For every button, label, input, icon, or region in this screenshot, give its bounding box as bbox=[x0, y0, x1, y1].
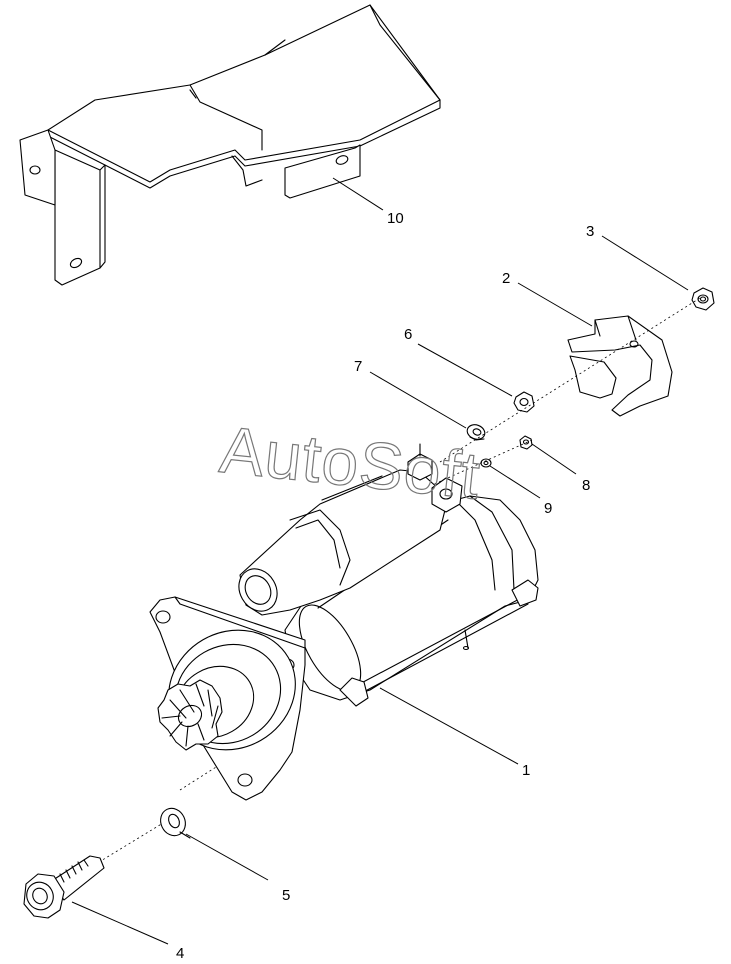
callout-10: 10 bbox=[387, 210, 404, 227]
nut-part-6 bbox=[513, 391, 535, 413]
heat-shield-part-10 bbox=[19, 4, 441, 286]
callout-5: 5 bbox=[282, 887, 290, 904]
washer-part-9 bbox=[480, 458, 492, 468]
nut-part-3 bbox=[691, 287, 715, 311]
callout-3: 3 bbox=[586, 223, 594, 240]
callout-labels: 1 2 3 4 5 6 7 8 9 10 bbox=[176, 210, 594, 962]
lock-washer-part-5 bbox=[160, 807, 191, 839]
lock-washer-part-7 bbox=[466, 424, 486, 441]
watermark-logo: AutoSoft bbox=[217, 412, 484, 513]
bolt-part-4 bbox=[23, 855, 105, 919]
callout-2: 2 bbox=[502, 270, 510, 287]
callout-6: 6 bbox=[404, 326, 412, 343]
callout-8: 8 bbox=[582, 477, 590, 494]
terminal-cover-part-2 bbox=[567, 315, 673, 417]
leader-lines bbox=[71, 177, 689, 945]
callout-4: 4 bbox=[176, 945, 184, 962]
callout-1: 1 bbox=[522, 762, 530, 779]
starter-motor-part-1 bbox=[149, 443, 539, 801]
callout-9: 9 bbox=[544, 500, 552, 517]
callout-7: 7 bbox=[354, 358, 362, 375]
